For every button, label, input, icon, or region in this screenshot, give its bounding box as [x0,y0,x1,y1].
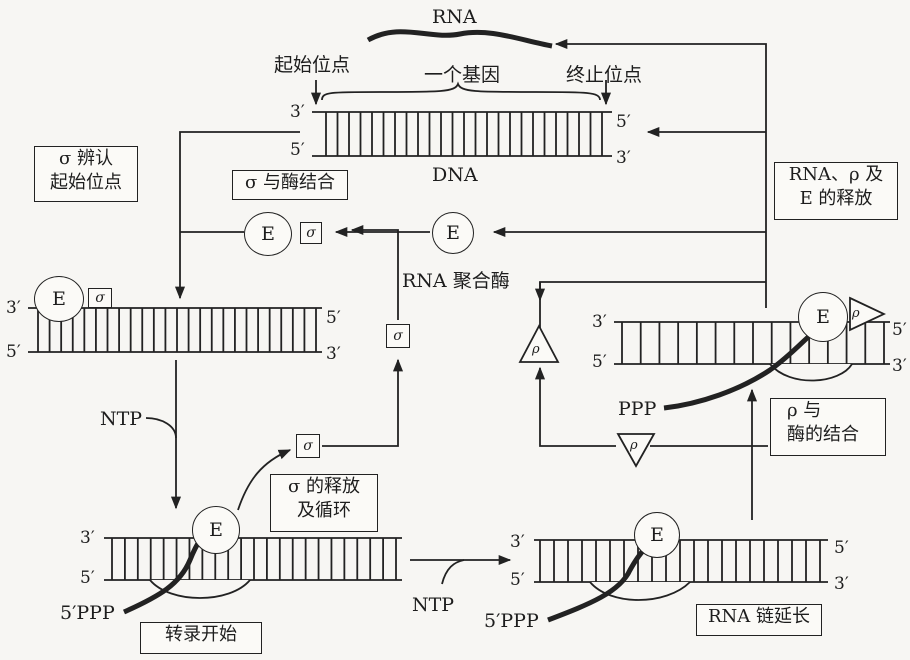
sigma-recognize-box: σ 辨认 起始位点 [34,146,138,202]
rho-bottom-label: ρ [630,438,638,453]
rna-product-strand [368,32,552,46]
sigma-holo-square: σ [300,222,322,244]
mid-right-5b-end: 5′ [592,354,607,371]
bottom-left-3-end: 3′ [80,530,95,547]
mid-left-5-end: 5′ [326,310,341,327]
holoenzyme-binding-arrow [180,132,300,298]
ppp-5-left-label: 5′PPP [60,604,115,623]
bottom-right-dna-base-pairs [540,540,820,582]
mid-right-5-end: 5′ [892,322,907,339]
mid-left-5b-end: 5′ [6,344,21,361]
top-dna-3b-end: 3′ [616,150,631,167]
bottom-right-5-end: 5′ [834,540,849,557]
release-box: RNA、ρ 及 E 的释放 [774,162,898,220]
ppp-5-bottom-label: 5′PPP [484,612,539,631]
rho-to-enzyme-arrow [540,282,766,332]
top-dna-base-pairs [326,112,602,156]
sigma-enzyme-bind-box: σ 与酶结合 [232,170,348,200]
rna-top-label: RNA [432,8,477,27]
top-dna-5b-end: 5′ [290,142,305,159]
sigma-bound-square: σ [88,288,112,308]
bottom-right-3-end: 3′ [510,534,525,551]
dna-label: DNA [432,166,478,185]
enzyme-terminating: E [798,292,848,342]
sigma-to-sigma-arrow [322,360,398,446]
start-site-label: 起始位点 [274,56,350,75]
top-dna-5-end: 5′ [616,114,631,131]
rho-left-label: ρ [532,342,540,357]
enzyme-bound-circle: E [34,276,84,322]
rna-elongation-box: RNA 链延长 [696,604,822,636]
enzyme-core-circle: E [432,212,474,254]
rho-loop-return [540,368,616,446]
ntp-bottom-arrow [442,560,464,584]
sigma-recycle-arrow [352,230,398,320]
rho-enzyme-bind-box: ρ 与 酶的结合 [770,398,886,456]
enzyme-transcribing-right: E [634,512,680,558]
rho-bound-label: ρ [852,306,860,321]
sigma-release-box: σ 的释放 及循环 [270,474,378,532]
mid-right-3-end: 3′ [592,314,607,331]
bottom-right-5b-end: 5′ [510,572,525,589]
mid-right-3b-end: 3′ [892,358,907,375]
enzyme-holo-circle: E [244,212,292,256]
mid-left-3-end: 3′ [6,300,21,317]
bottom-left-dna-base-pairs [112,538,396,580]
ppp-right-label: PPP [618,400,656,419]
nascent-rna-elongation [548,540,656,620]
bottom-left-5-end: 5′ [80,570,95,587]
sigma-released-square: σ [296,434,320,458]
ntp-bottom-label: NTP [412,596,454,615]
mid-left-dna-base-pairs [38,308,316,352]
top-dna-3-end: 3′ [290,104,305,121]
gene-bracket [322,84,600,100]
transcription-start-box: 转录开始 [140,622,262,654]
sigma-recycle-square: σ [386,324,410,348]
mid-left-3b-end: 3′ [326,346,341,363]
one-gene-label: 一个基因 [424,66,500,85]
bottom-right-3b-end: 3′ [834,576,849,593]
enzyme-transcribing-left: E [192,506,240,554]
stop-site-label: 终止位点 [566,66,642,85]
mid-right-bubble [770,364,852,381]
rna-polymerase-label: RNA 聚合酶 [402,272,510,291]
ntp-left-arrow [146,418,176,438]
ntp-left-label: NTP [100,410,142,429]
